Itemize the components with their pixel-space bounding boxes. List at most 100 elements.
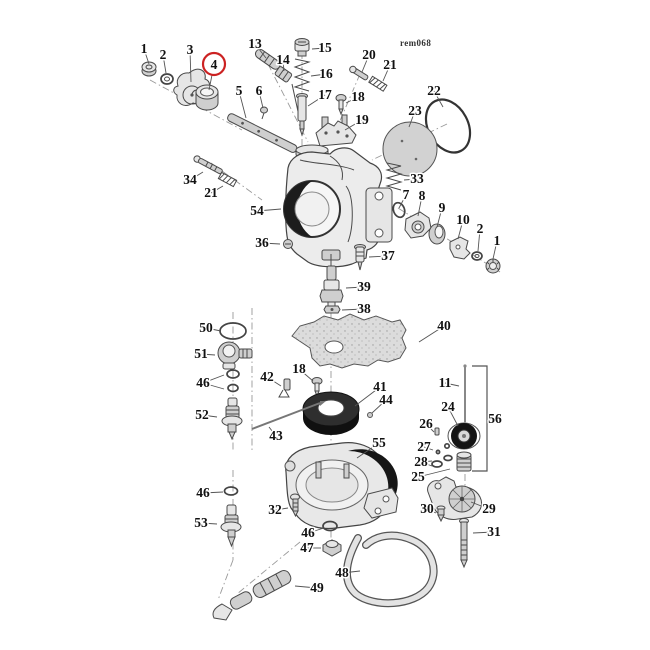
leader-line-27	[423, 446, 434, 451]
part-41-float	[302, 391, 360, 435]
part-number-label-34: 34	[183, 172, 197, 187]
part-number-label-21: 21	[204, 185, 218, 200]
leader-line-18	[345, 96, 359, 104]
part-number-label-43: 43	[269, 428, 283, 443]
leader-line-52	[201, 414, 218, 418]
part-47-nut	[322, 539, 342, 557]
part-number-label-51: 51	[194, 346, 208, 361]
leader-line-40	[418, 325, 445, 343]
part-36-plug	[283, 239, 293, 249]
part-1-knurled-nut-right	[485, 258, 501, 274]
part-number-label-46: 46	[196, 485, 210, 500]
leader-line-10	[457, 219, 464, 240]
leader-line-28	[420, 460, 433, 463]
leader-line-21	[382, 64, 391, 82]
part-number-label-54: 54	[250, 203, 264, 218]
part-43-float-pin	[251, 401, 326, 430]
part-18-screw	[335, 94, 347, 116]
leader-line-1	[143, 48, 150, 65]
leader-line-43	[268, 426, 277, 437]
part-23-diaphragm	[382, 121, 438, 177]
part-number-label-5: 5	[236, 83, 243, 98]
part-number-label-1: 1	[141, 41, 148, 56]
part-15-cap-screw	[294, 38, 310, 57]
part-number-label-20: 20	[362, 47, 376, 62]
part-8-valve-body	[404, 211, 432, 239]
part-number-label-44: 44	[379, 392, 393, 407]
part-28-o-rings	[431, 454, 453, 468]
part-40-gasket	[291, 313, 407, 369]
leader-line-15	[311, 47, 326, 50]
leader-line-42	[266, 376, 282, 387]
part-number-label-16: 16	[319, 66, 333, 81]
part-number-label-22: 22	[427, 83, 441, 98]
part-number-label-3: 3	[187, 42, 194, 57]
part-38-nut	[323, 305, 341, 314]
part-number-label-4: 4	[211, 57, 218, 72]
leader-line-46	[307, 527, 325, 534]
part-number-label-7: 7	[403, 187, 410, 202]
part-21-spring-left	[217, 171, 238, 188]
part-number-label-36: 36	[255, 235, 269, 250]
part-6-screw	[260, 106, 268, 120]
part-number-label-15: 15	[318, 40, 332, 55]
part-number-label-50: 50	[199, 320, 213, 335]
part-number-label-8: 8	[419, 188, 426, 203]
leader-line-1	[492, 240, 498, 260]
part-34-screw	[193, 155, 223, 175]
leader-line-18	[298, 368, 314, 382]
leader-line-19	[344, 119, 363, 131]
part-10-lever	[449, 236, 471, 260]
part-9-retainer-cup	[428, 223, 446, 245]
part-number-label-55: 55	[372, 435, 386, 450]
part-55-float-bowl	[284, 442, 399, 530]
leader-line-5	[238, 90, 247, 119]
part-11-pump-rod	[463, 364, 467, 429]
leader-line-26	[425, 423, 435, 433]
leader-line-28	[420, 461, 433, 467]
part-4-ring-highlighted	[195, 84, 219, 111]
highlight-circle-part-4	[201, 51, 227, 77]
part-number-label-49: 49	[310, 580, 324, 595]
part-19-bracket	[315, 114, 357, 147]
part-number-label-37: 37	[381, 248, 395, 263]
leader-line-46	[202, 491, 224, 494]
part-number-label-11: 11	[439, 375, 452, 390]
leader-line-24	[447, 406, 459, 427]
leader-line-7	[398, 194, 407, 209]
part-20-screw	[349, 65, 369, 81]
part-number-label-27: 27	[417, 439, 431, 454]
leader-line-38	[341, 308, 365, 311]
part-number-label-18: 18	[351, 89, 365, 104]
leader-line-33	[403, 178, 418, 181]
part-37-check-valve	[354, 244, 366, 271]
part-17-plunger	[296, 93, 308, 137]
part-2-washer	[160, 73, 174, 85]
leader-line-55	[356, 442, 380, 459]
part-39-needle-jet	[319, 254, 344, 308]
leader-line-6	[258, 90, 264, 109]
leader-line-21	[210, 185, 224, 194]
part-number-label-25: 25	[411, 469, 425, 484]
part-21-spring-top	[368, 75, 388, 92]
part-number-label-47: 47	[300, 540, 314, 555]
part-number-label-31: 31	[487, 524, 501, 539]
part-48-hose	[342, 531, 438, 608]
part-number-label-29: 29	[482, 501, 496, 516]
part-number-label-13: 13	[248, 36, 262, 51]
leader-line-25	[417, 468, 451, 478]
part-1-nut	[141, 61, 157, 77]
part-46-o-ring-bowl	[322, 520, 338, 532]
part-number-label-10: 10	[456, 212, 470, 227]
leader-line-53	[200, 522, 218, 525]
leader-line-41	[354, 386, 381, 407]
part-number-label-6: 6	[256, 83, 263, 98]
leader-line-31	[472, 531, 495, 534]
part-number-label-28: 28	[414, 454, 428, 469]
part-25-pump-spring	[456, 451, 472, 472]
part-53-jet	[220, 504, 242, 548]
leader-line-44	[371, 399, 387, 414]
